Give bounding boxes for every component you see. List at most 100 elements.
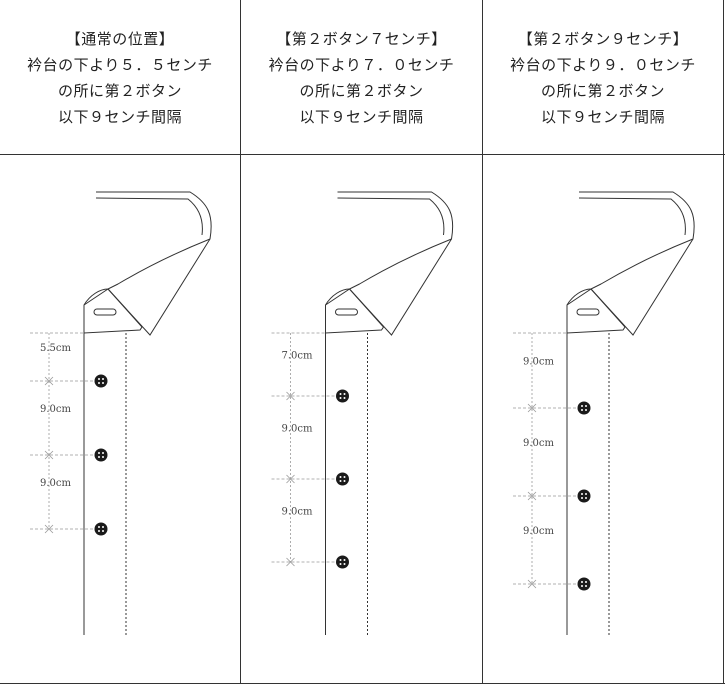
button-hole: [581, 585, 583, 587]
measurement-label: 9.0cm: [282, 424, 314, 435]
collar-inner-line: [95, 197, 203, 236]
dimension-marker: [527, 491, 537, 501]
measurement-label: 9.0cm: [40, 404, 72, 415]
collar-stand: [325, 288, 385, 334]
collar-stand-seam: [325, 288, 350, 306]
button-hole: [339, 397, 342, 399]
collar-stand: [83, 288, 143, 334]
button-hole: [585, 497, 587, 499]
collar-inner-line: [578, 197, 686, 236]
shirt-button-icon: [336, 555, 349, 569]
button-hole: [585, 493, 587, 495]
column-desc-line: の所に第２ボタン: [57, 81, 182, 100]
shirt-collar-icon: [325, 191, 454, 336]
shirt-collar-icon: [566, 191, 695, 336]
button-hole: [343, 393, 346, 395]
button-hole: [343, 559, 346, 561]
button-hole: [585, 581, 587, 583]
column-desc-line: 以下９センチ間隔: [540, 107, 665, 126]
shirt-button-icon: [577, 489, 591, 503]
diagram-panel-seven: 7.0cm 9.0cm 9.0cm: [241, 155, 482, 684]
button-body: [336, 555, 349, 569]
column-desc-line: の所に第２ボタン: [540, 81, 665, 100]
column-divider: [482, 0, 483, 684]
measurement-label: 5.5cm: [40, 343, 72, 354]
measurement-label: 9.0cm: [40, 478, 72, 489]
shirt-button-icon: [94, 522, 108, 536]
shirt-collar-diagram: 9.0cm 9.0cm 9.0cm: [513, 191, 695, 635]
button-hole: [102, 526, 104, 528]
button-hole: [343, 480, 346, 482]
shirt-collar-diagram: 7.0cm 9.0cm 9.0cm: [271, 191, 454, 635]
column-header-seven: 【第２ボタン７センチ】 衿台の下より７．０センチ の所に第２ボタン 以下９センチ…: [241, 1, 482, 154]
button-body: [94, 448, 108, 462]
button-hole: [581, 409, 583, 411]
column-desc-line: 衿台の下より７．０センチ: [268, 55, 455, 74]
column-divider: [240, 0, 241, 684]
diagram-panel-standard: 5.5cm 9.0cm 9.0cm: [0, 155, 240, 684]
measurement-label: 9.0cm: [282, 507, 314, 518]
button-hole: [585, 409, 587, 411]
measurement-label: 7.0cm: [282, 351, 314, 362]
shirt-button-icon: [94, 448, 108, 462]
collar-point-edge: [590, 238, 694, 290]
dimension-marker: [44, 524, 54, 534]
column-desc-line: 衿台の下より９．０センチ: [510, 55, 696, 74]
button-hole: [339, 559, 342, 561]
collar-point-edge: [349, 238, 452, 290]
button-hole: [102, 452, 104, 454]
collar-outline: [579, 191, 695, 336]
button-hole: [98, 456, 100, 458]
collar-buttonhole: [576, 308, 600, 316]
button-hole: [581, 493, 583, 495]
button-hole: [98, 378, 100, 380]
button-hole: [98, 452, 100, 454]
button-hole: [339, 476, 342, 478]
column-title: 【第２ボタン７センチ】: [276, 29, 447, 48]
collar-buttonhole: [93, 308, 117, 316]
collar-stand: [566, 288, 626, 334]
collar-point-edge: [107, 238, 211, 290]
measurement-label: 9.0cm: [523, 438, 555, 449]
column-desc-line: 衿台の下より５．５センチ: [27, 55, 213, 74]
button-body: [336, 472, 349, 486]
button-body: [577, 401, 591, 415]
button-hole: [102, 382, 104, 384]
button-hole: [585, 585, 587, 587]
header-divider: [0, 154, 725, 155]
shirt-collar-icon: [83, 191, 212, 336]
button-hole: [98, 530, 100, 532]
button-hole: [98, 526, 100, 528]
button-body: [94, 374, 108, 388]
column-desc-line: の所に第２ボタン: [299, 81, 424, 100]
button-hole: [102, 456, 104, 458]
measurement-label: 9.0cm: [523, 526, 555, 537]
button-hole: [343, 563, 346, 565]
table-border-right: [723, 0, 724, 684]
column-title: 【通常の位置】: [65, 29, 175, 48]
column-title: 【第２ボタン９センチ】: [517, 29, 689, 48]
shirt-button-icon: [336, 389, 349, 403]
collar-inner-line: [337, 197, 445, 236]
collar-outline: [96, 191, 212, 336]
measurement-label: 9.0cm: [523, 357, 555, 368]
button-body: [336, 389, 349, 403]
shirt-button-icon: [577, 401, 591, 415]
button-hole: [102, 378, 104, 380]
button-body: [577, 577, 591, 591]
button-hole: [581, 497, 583, 499]
button-body: [577, 489, 591, 503]
shirt-button-icon: [336, 472, 349, 486]
button-hole: [343, 476, 346, 478]
shirt-button-icon: [94, 374, 108, 388]
button-hole: [339, 480, 342, 482]
column-header-nine: 【第２ボタン９センチ】 衿台の下より９．０センチ の所に第２ボタン 以下９センチ…: [483, 1, 723, 154]
collar-stand-seam: [566, 288, 592, 306]
button-hole: [581, 405, 583, 407]
collar-buttonhole: [335, 308, 358, 316]
button-hole: [343, 397, 346, 399]
button-hole: [339, 563, 342, 565]
diagram-panel-nine: 9.0cm 9.0cm 9.0cm: [483, 155, 723, 684]
button-hole: [339, 393, 342, 395]
